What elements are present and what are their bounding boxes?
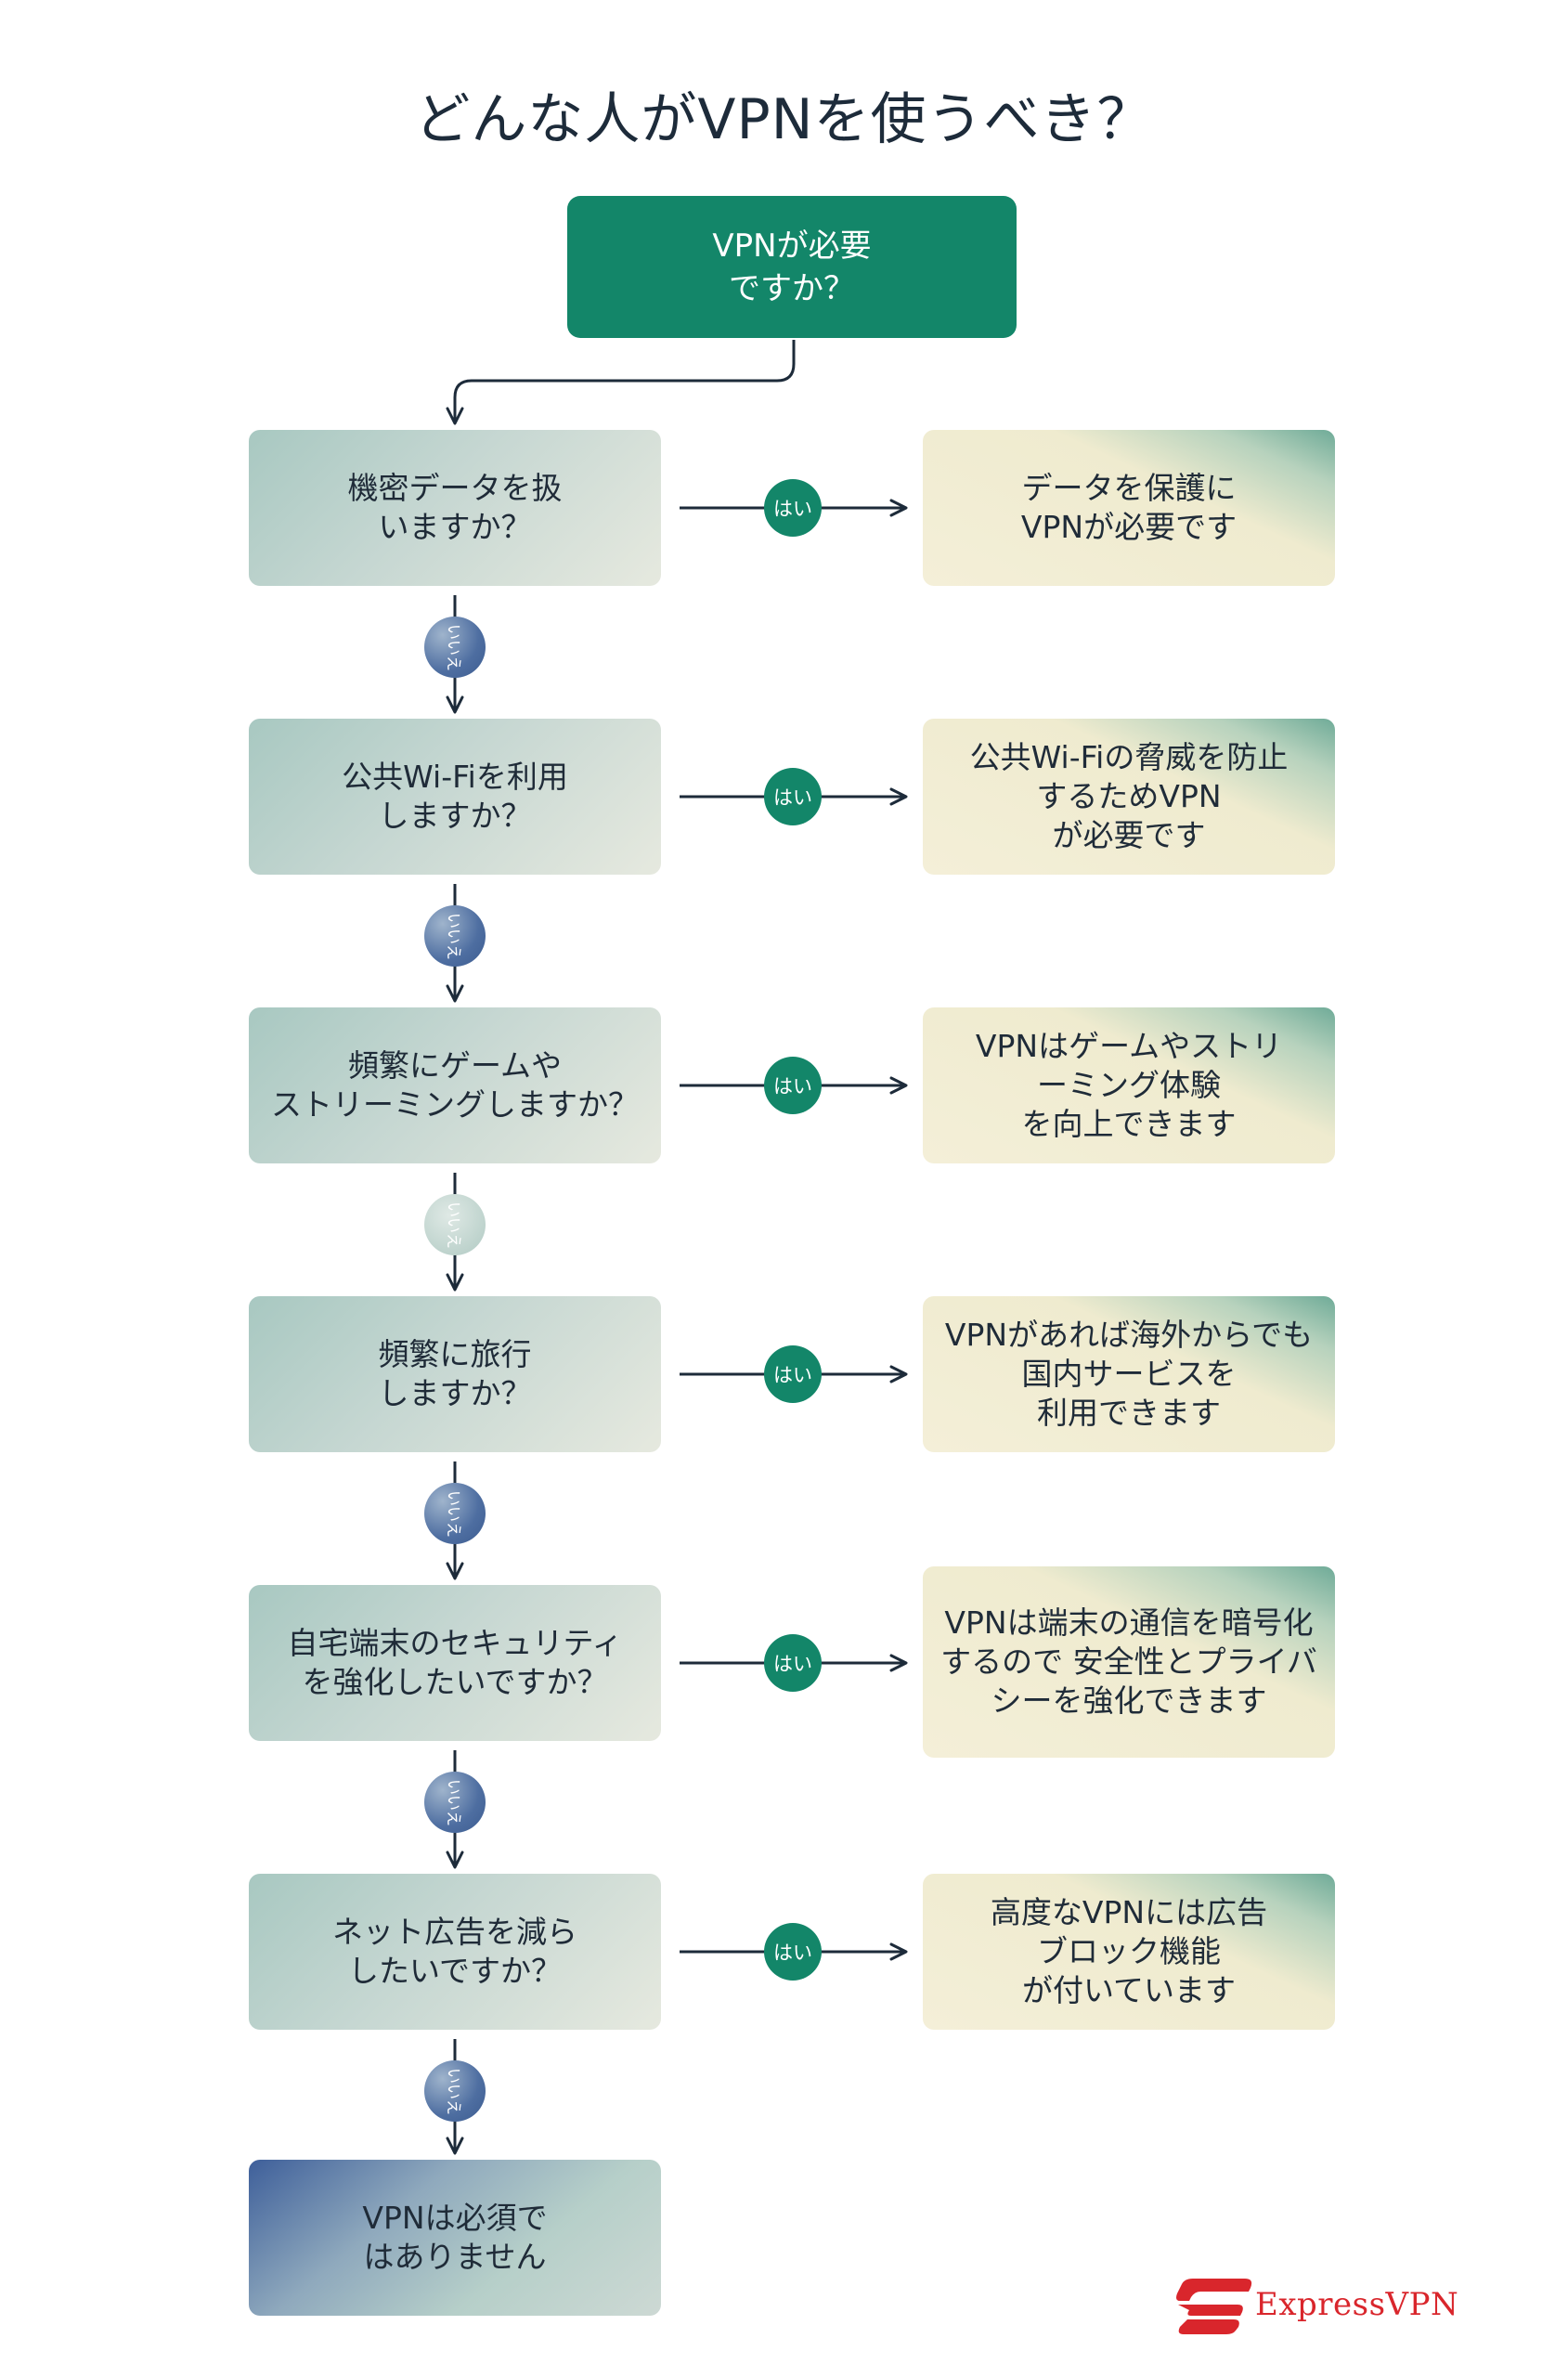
question-box-1: 機密データを扱 いますか？ xyxy=(249,430,661,586)
start-node: VPNが必要 ですか？ xyxy=(567,196,1017,338)
start-connector xyxy=(446,340,796,425)
answer-box-2: 公共Wi-Fiの脅威を防止 するためVPN が必要です xyxy=(923,719,1335,875)
question-box-3: 頻繁にゲームや ストリーミングしますか？ xyxy=(249,1007,661,1163)
no-badge-6: いいえ xyxy=(424,2060,486,2122)
no-badge-3: いいえ xyxy=(424,1194,486,1255)
no-label-2: いいえ xyxy=(443,912,462,960)
no-badge-1: いいえ xyxy=(424,617,486,678)
no-badge-2: いいえ xyxy=(424,905,486,967)
yes-badge-4: はい xyxy=(764,1345,822,1403)
question-box-5: 自宅端末のセキュリティ を強化したいですか？ xyxy=(249,1585,661,1741)
answer-box-1: データを保護に VPNが必要です xyxy=(923,430,1335,586)
brand-name: ExpressVPN xyxy=(1255,2286,1459,2323)
final-node: VPNは必須で はありません xyxy=(249,2160,661,2316)
no-badge-5: いいえ xyxy=(424,1772,486,1833)
expressvpn-logo-icon xyxy=(1176,2279,1252,2334)
page-title: どんな人がVPNを使うべき？ xyxy=(414,87,1154,152)
question-box-4: 頻繁に旅行 しますか？ xyxy=(249,1296,661,1452)
answer-box-5: VPNは端末の通信を暗号化 するので 安全性とプライバ シーを強化できます xyxy=(923,1566,1335,1758)
no-label-1: いいえ xyxy=(443,623,462,671)
no-label-3: いいえ xyxy=(443,1201,462,1249)
yes-badge-6: はい xyxy=(764,1923,822,1981)
question-box-6: ネット広告を減ら したいですか？ xyxy=(249,1874,661,2030)
answer-box-3: VPNはゲームやストリ ーミング体験 を向上できます xyxy=(923,1007,1335,1163)
answer-box-6: 高度なVPNには広告 ブロック機能 が付いています xyxy=(923,1874,1335,2030)
no-label-4: いいえ xyxy=(443,1489,462,1538)
no-badge-4: いいえ xyxy=(424,1483,486,1544)
no-label-6: いいえ xyxy=(443,2067,462,2115)
yes-badge-5: はい xyxy=(764,1634,822,1692)
yes-badge-3: はい xyxy=(764,1057,822,1114)
yes-badge-2: はい xyxy=(764,768,822,825)
yes-badge-1: はい xyxy=(764,479,822,537)
no-label-5: いいえ xyxy=(443,1778,462,1826)
answer-box-4: VPNがあれば海外からでも 国内サービスを 利用できます xyxy=(923,1296,1335,1452)
question-box-2: 公共Wi-Fiを利用 しますか？ xyxy=(249,719,661,875)
